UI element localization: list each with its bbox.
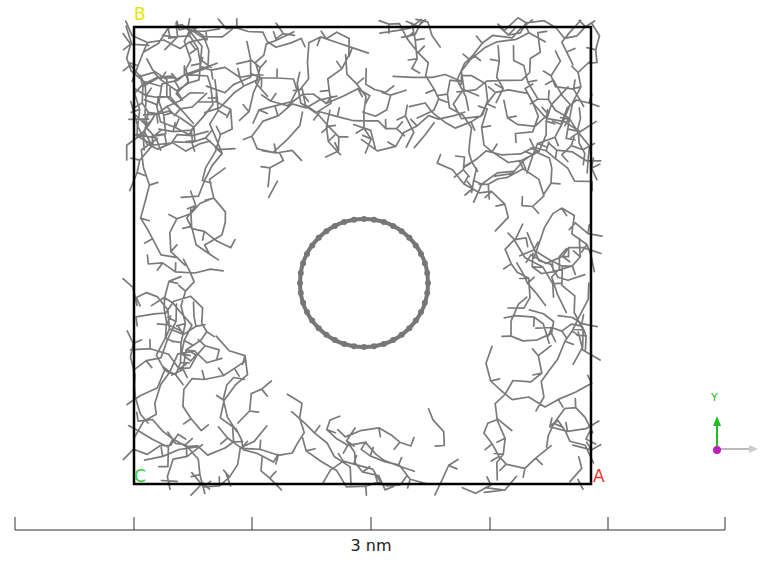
carbon-atom — [422, 260, 428, 266]
carbon-atom — [304, 309, 310, 315]
carbon-atom — [361, 216, 367, 222]
polymer-network — [123, 18, 602, 495]
scale-label: 3 nm — [351, 538, 392, 554]
nanotube-wall — [300, 219, 428, 347]
carbon-atom — [341, 219, 347, 225]
carbon-atom — [413, 242, 419, 248]
carbon-atom — [316, 235, 322, 241]
polymer-chains — [123, 18, 602, 495]
carbon-atom — [309, 318, 315, 324]
carbon-atom — [323, 332, 329, 338]
carbon-atom — [425, 280, 431, 286]
carbon-atom — [300, 260, 306, 266]
scale-bar — [15, 517, 725, 530]
carbon-atom — [298, 270, 304, 276]
carbon-atom — [323, 228, 329, 234]
carbon-atom — [381, 219, 387, 225]
simulation-cell — [134, 27, 591, 484]
carbon-atom — [316, 325, 322, 331]
carbon-atom — [390, 337, 396, 343]
carbon-atom — [422, 300, 428, 306]
axis-label-a: A — [593, 468, 605, 485]
axis-label-b: B — [134, 6, 146, 23]
carbon-atom — [304, 251, 310, 257]
axis-label-c: C — [134, 468, 146, 485]
carbon-atom — [418, 309, 424, 315]
carbon-atom — [418, 251, 424, 257]
carbon-atom — [406, 325, 412, 331]
carbon-atom — [332, 223, 338, 229]
carbon-atom — [381, 341, 387, 347]
carbon-atom — [351, 343, 357, 349]
carbon-atom — [399, 228, 405, 234]
carbon-atom — [341, 341, 347, 347]
carbon-atom — [298, 290, 304, 296]
axis-label-y: Y — [711, 392, 718, 403]
carbon-atom — [424, 270, 430, 276]
carbon-atom — [406, 235, 412, 241]
carbon-atom — [361, 344, 367, 350]
carbon-atom — [309, 242, 315, 248]
carbon-atom — [390, 223, 396, 229]
carbon-atom — [297, 280, 303, 286]
carbon-atom — [332, 337, 338, 343]
carbon-atom — [371, 217, 377, 223]
nanotube-ring — [297, 216, 431, 350]
carbon-atom — [371, 343, 377, 349]
axis-triad — [713, 416, 758, 454]
carbon-atom — [399, 332, 405, 338]
carbon-atom — [413, 318, 419, 324]
carbon-atom — [351, 217, 357, 223]
carbon-atom — [300, 300, 306, 306]
carbon-atom — [424, 290, 430, 296]
